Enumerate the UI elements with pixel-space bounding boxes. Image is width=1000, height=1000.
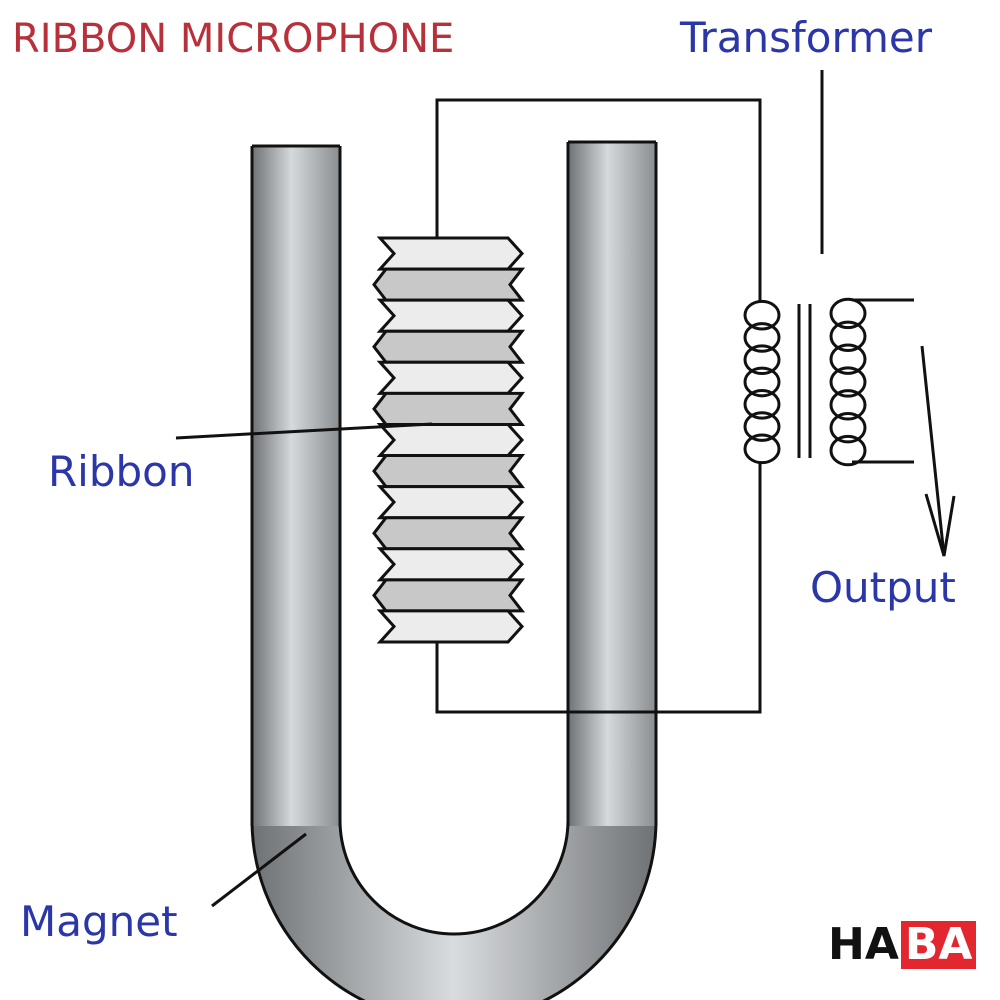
coil-loop xyxy=(829,366,867,398)
secondary-coil xyxy=(829,297,867,467)
ribbon-pleat xyxy=(376,360,525,395)
magnet-leader-line xyxy=(211,832,307,908)
coil-loop xyxy=(743,299,781,331)
magnet-right-arm xyxy=(568,142,656,826)
magnet-bend xyxy=(250,698,658,1000)
ribbon-pleat xyxy=(372,516,526,551)
coil-loop xyxy=(829,320,867,352)
logo-text-ba: BA xyxy=(900,921,977,969)
coil-loop xyxy=(743,388,781,420)
ribbon-pleat xyxy=(372,267,526,302)
coil-loop xyxy=(829,297,867,330)
ribbon-pleat xyxy=(372,329,526,364)
ribbon-pleat xyxy=(376,547,525,582)
haba-logo: HA BA xyxy=(826,919,977,970)
coil-loop xyxy=(743,433,781,465)
ribbon-pleat xyxy=(376,236,525,271)
ribbon-label: Ribbon xyxy=(48,447,195,496)
transformer-symbol xyxy=(743,297,914,467)
output-label: Output xyxy=(810,563,956,612)
coil-loop xyxy=(829,434,867,467)
coil-loop xyxy=(743,344,781,376)
circuit-wire xyxy=(435,98,762,714)
coil-loop xyxy=(829,389,867,421)
ribbon-pleat xyxy=(372,391,526,426)
ribbon-pleat xyxy=(376,609,525,644)
magnet-label: Magnet xyxy=(20,897,178,946)
coil-loop xyxy=(743,366,781,398)
ribbon-pleat xyxy=(372,454,526,489)
ribbon-pleat xyxy=(376,298,525,333)
ribbon-pleat xyxy=(376,485,525,520)
coil-loop xyxy=(829,412,867,444)
ribbon xyxy=(372,236,526,644)
output-arrow xyxy=(920,345,956,557)
coil-loop xyxy=(829,343,867,375)
magnet-left-arm xyxy=(252,146,340,826)
diagram-title: RIBBON MICROPHONE xyxy=(12,16,454,62)
coil-loop xyxy=(743,411,781,442)
ribbon-leader-line xyxy=(175,422,433,440)
ribbon-pleat xyxy=(376,422,525,458)
transformer-label: Transformer xyxy=(679,13,933,62)
primary-coil xyxy=(743,299,781,465)
coil-loop xyxy=(743,322,781,353)
ribbon-pleat xyxy=(372,578,526,613)
logo-text-ha: HA xyxy=(828,919,899,970)
